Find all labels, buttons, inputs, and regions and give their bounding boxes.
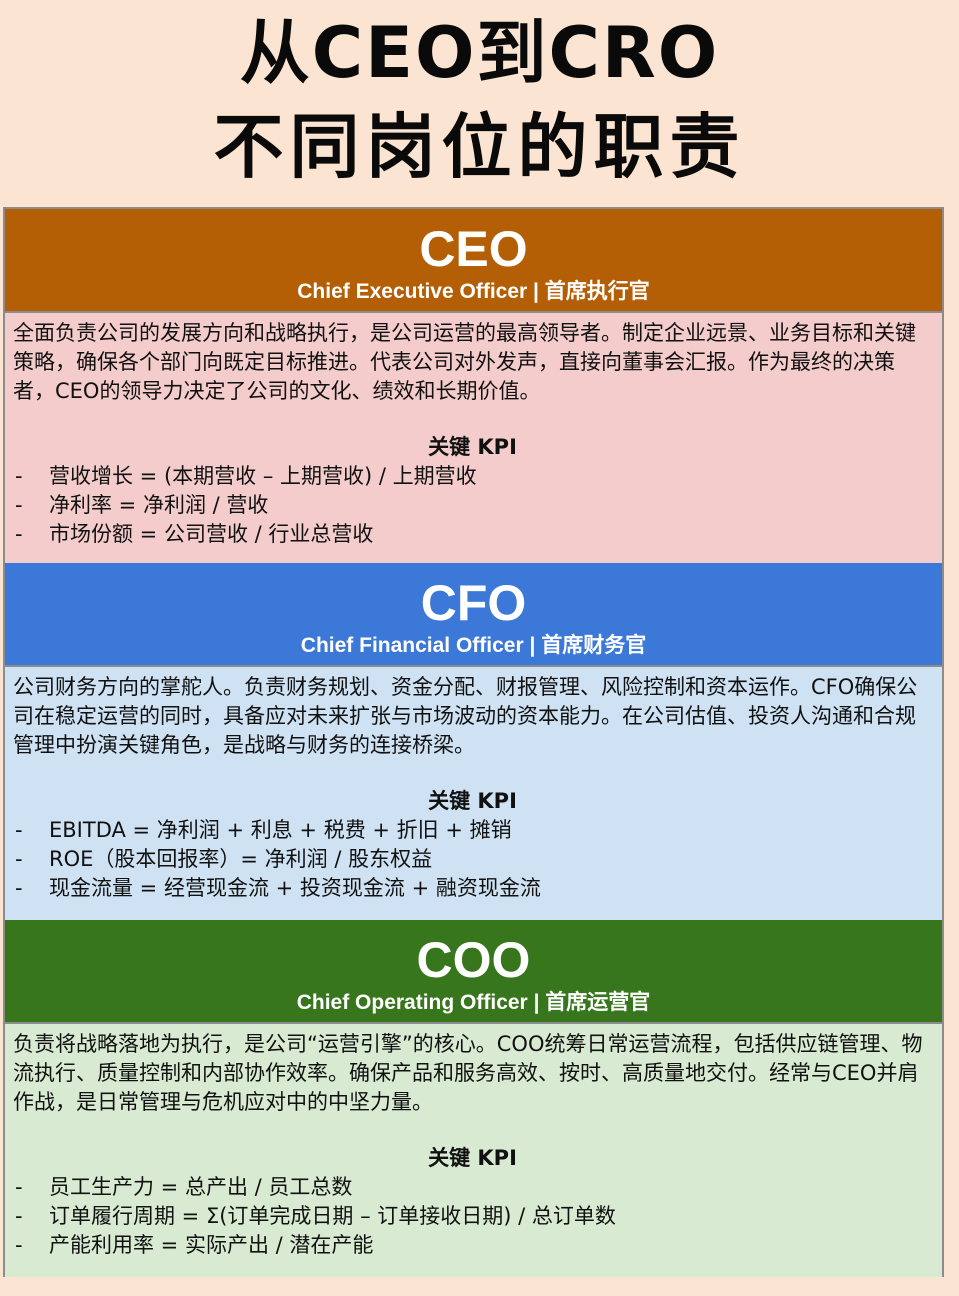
cfo-section: CFO Chief Financial Officer | 首席财务官 公司财务… bbox=[3, 563, 944, 920]
cfo-kpi-list: - EBITDA = 净利润 + 利息 + 税费 + 折旧 + 摊销 - ROE（股… bbox=[13, 816, 932, 903]
dash-bullet: - bbox=[15, 818, 23, 842]
kpi-item: - 产能利用率 = 实际产出 / 潜在产能 bbox=[13, 1231, 932, 1260]
kpi-item: - 市场份额 = 公司营收 / 行业总营收 bbox=[13, 520, 932, 549]
kpi-text: 现金流量 = 经营现金流 + 投资现金流 + 融资现金流 bbox=[49, 876, 541, 900]
ceo-kpi-list: - 营收增长 = (本期营收 – 上期营收) / 上期营收 - 净利率 = 净利润 … bbox=[13, 462, 932, 549]
kpi-text: ROE（股本回报率）= 净利润 / 股东权益 bbox=[49, 847, 433, 871]
coo-kpi-title: 关键 KPI bbox=[428, 1146, 517, 1170]
kpi-item: - 营收增长 = (本期营收 – 上期营收) / 上期营收 bbox=[13, 462, 932, 491]
kpi-item: - ROE（股本回报率）= 净利润 / 股东权益 bbox=[13, 845, 932, 874]
ceo-kpi-title: 关键 KPI bbox=[428, 435, 517, 459]
dash-bullet: - bbox=[15, 1204, 23, 1228]
cfo-header: CFO Chief Financial Officer | 首席财务官 bbox=[5, 563, 942, 667]
coo-abbreviation: COO bbox=[416, 932, 531, 988]
cfo-kpi-title: 关键 KPI bbox=[428, 789, 517, 813]
coo-section: COO Chief Operating Officer | 首席运营官 负责将战… bbox=[3, 920, 944, 1277]
ceo-subtitle: Chief Executive Officer | 首席执行官 bbox=[297, 280, 650, 303]
page-title-line-1: 从CEO到CRO bbox=[239, 12, 720, 94]
kpi-text: 净利率 = 净利润 / 营收 bbox=[49, 493, 269, 517]
page-title-line-2: 不同岗位的职责 bbox=[213, 106, 746, 188]
kpi-text: 营收增长 = (本期营收 – 上期营收) / 上期营收 bbox=[49, 464, 477, 488]
cfo-subtitle: Chief Financial Officer | 首席财务官 bbox=[300, 634, 647, 657]
kpi-text: 员工生产力 = 总产出 / 员工总数 bbox=[49, 1175, 353, 1199]
coo-body: 负责将战略落地为执行，是公司“运营引擎”的核心。COO统筹日常运营流程，包括供应… bbox=[5, 1024, 942, 1277]
cfo-abbreviation: CFO bbox=[420, 575, 527, 631]
dash-bullet: - bbox=[15, 493, 23, 517]
ceo-description: 全面负责公司的发展方向和战略执行，是公司运营的最高领导者。制定企业远景、业务目标… bbox=[13, 321, 916, 403]
coo-subtitle: Chief Operating Officer | 首席运营官 bbox=[296, 991, 651, 1014]
ceo-header: CEO Chief Executive Officer | 首席执行官 bbox=[5, 209, 942, 313]
kpi-item: - 现金流量 = 经营现金流 + 投资现金流 + 融资现金流 bbox=[13, 874, 932, 903]
dash-bullet: - bbox=[15, 464, 23, 488]
dash-bullet: - bbox=[15, 1233, 23, 1257]
coo-kpi-list: - 员工生产力 = 总产出 / 员工总数 - 订单履行周期 = Σ(订单完成日期 –… bbox=[13, 1173, 932, 1260]
dash-bullet: - bbox=[15, 522, 23, 546]
kpi-text: 产能利用率 = 实际产出 / 潜在产能 bbox=[49, 1233, 374, 1257]
cfo-description: 公司财务方向的掌舵人。负责财务规划、资金分配、财报管理、风险控制和资本运作。CF… bbox=[13, 675, 918, 757]
ceo-section: CEO Chief Executive Officer | 首席执行官 全面负责… bbox=[3, 207, 944, 565]
coo-header: COO Chief Operating Officer | 首席运营官 bbox=[5, 920, 942, 1024]
kpi-item: - 订单履行周期 = Σ(订单完成日期 – 订单接收日期) / 总订单数 bbox=[13, 1202, 932, 1231]
dash-bullet: - bbox=[15, 847, 23, 871]
kpi-item: - 净利率 = 净利润 / 营收 bbox=[13, 491, 932, 520]
ceo-abbreviation: CEO bbox=[419, 221, 528, 277]
kpi-item: - EBITDA = 净利润 + 利息 + 税费 + 折旧 + 摊销 bbox=[13, 816, 932, 845]
coo-description: 负责将战略落地为执行，是公司“运营引擎”的核心。COO统筹日常运营流程，包括供应… bbox=[13, 1032, 923, 1114]
dash-bullet: - bbox=[15, 876, 23, 900]
kpi-text: EBITDA = 净利润 + 利息 + 税费 + 折旧 + 摊销 bbox=[49, 818, 512, 842]
cfo-body: 公司财务方向的掌舵人。负责财务规划、资金分配、财报管理、风险控制和资本运作。CF… bbox=[5, 667, 942, 920]
kpi-text: 市场份额 = 公司营收 / 行业总营收 bbox=[49, 522, 374, 546]
kpi-item: - 员工生产力 = 总产出 / 员工总数 bbox=[13, 1173, 932, 1202]
kpi-text: 订单履行周期 = Σ(订单完成日期 – 订单接收日期) / 总订单数 bbox=[49, 1204, 616, 1228]
ceo-body: 全面负责公司的发展方向和战略执行，是公司运营的最高领导者。制定企业远景、业务目标… bbox=[5, 313, 942, 565]
dash-bullet: - bbox=[15, 1175, 23, 1199]
